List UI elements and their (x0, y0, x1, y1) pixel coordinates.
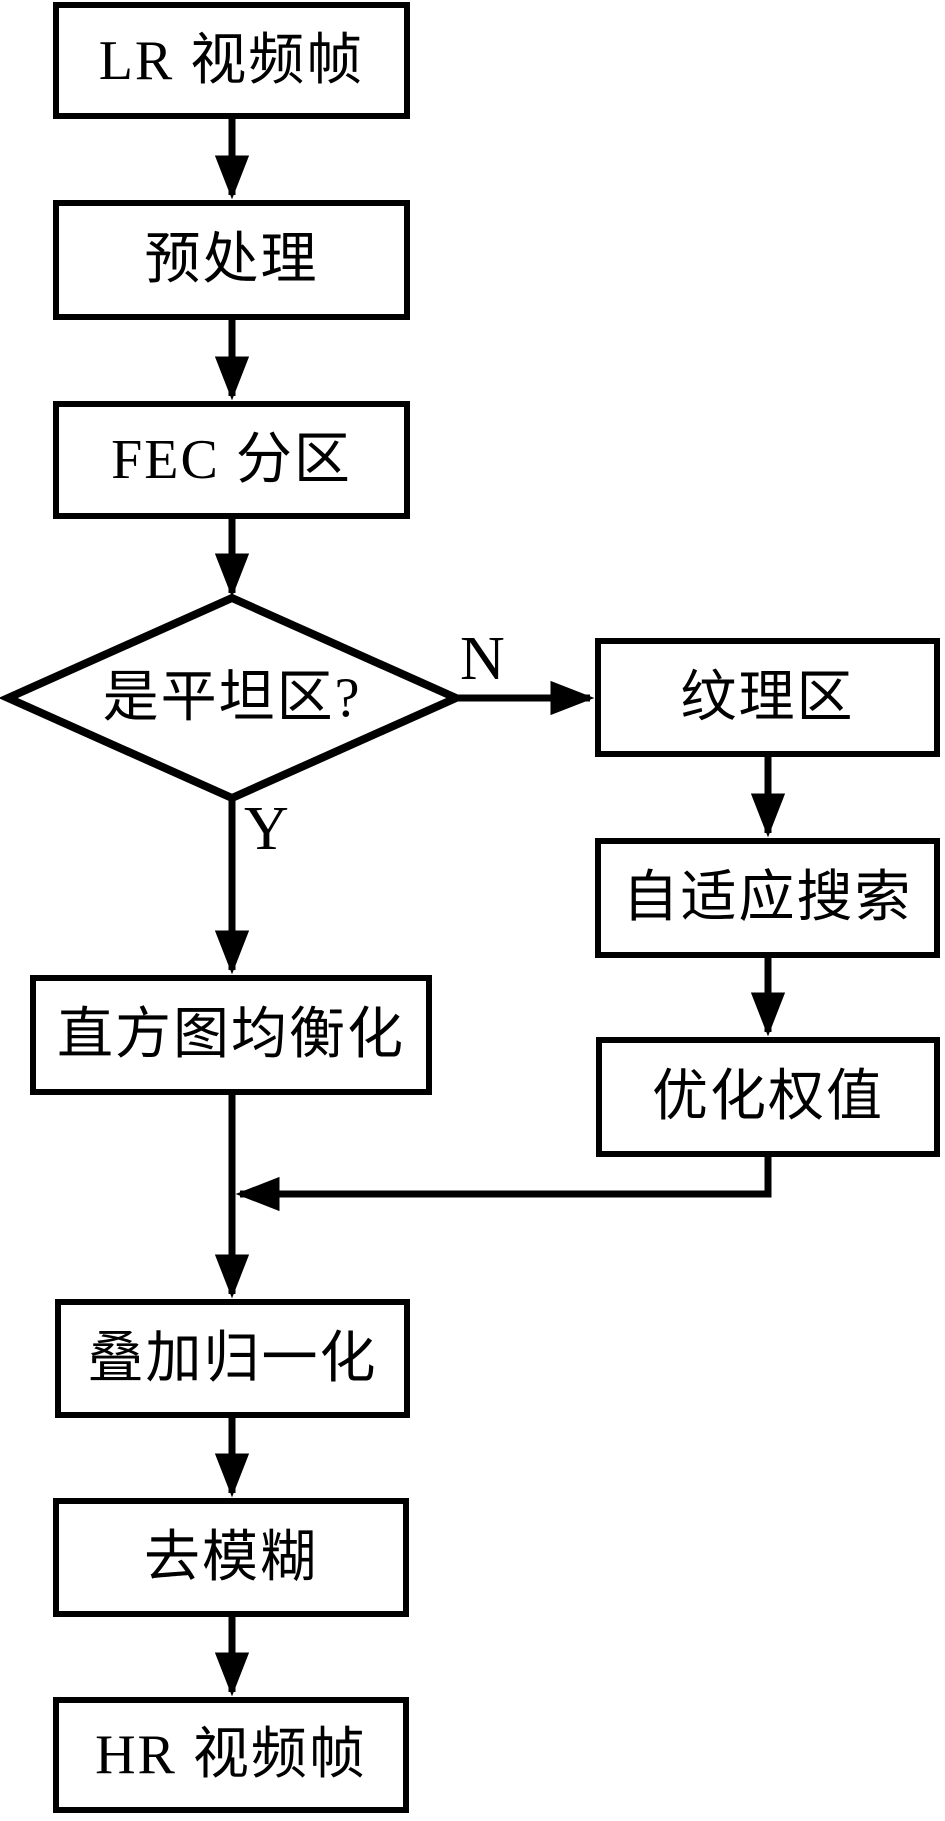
node-adaptive-search: 自适应搜索 (595, 838, 940, 958)
node-texture-region: 纹理区 (595, 638, 940, 757)
node-histogram-equalization-label: 直方图均衡化 (57, 1004, 405, 1066)
node-overlay-normalization-label: 叠加归一化 (87, 1327, 378, 1390)
branch-label-yes: Y (244, 795, 289, 863)
node-deblur: 去模糊 (53, 1498, 409, 1617)
node-adaptive-search-label: 自适应搜索 (622, 867, 913, 929)
node-preprocess-label: 预处理 (144, 229, 319, 291)
node-hr-video-frame-label: HR 视频帧 (95, 1724, 367, 1786)
node-overlay-normalization: 叠加归一化 (55, 1299, 410, 1418)
node-fec-partition-label: FEC 分区 (111, 429, 352, 491)
node-hr-video-frame: HR 视频帧 (53, 1697, 409, 1813)
node-histogram-equalization: 直方图均衡化 (30, 975, 432, 1095)
decision-diamond-label-box: 是平坦区? (32, 645, 432, 751)
node-optimize-weights: 优化权值 (596, 1037, 940, 1157)
node-fec-partition: FEC 分区 (53, 401, 410, 519)
node-optimize-weights-label: 优化权值 (652, 1066, 884, 1128)
node-lr-video-frame-label: LR 视频帧 (98, 29, 365, 92)
node-texture-region-label: 纹理区 (680, 666, 855, 729)
arrow-optimize-merge-to-mainline (235, 1157, 772, 1212)
node-deblur-label: 去模糊 (144, 1526, 318, 1589)
node-preprocess: 预处理 (53, 200, 410, 320)
decision-label: 是平坦区? (102, 667, 362, 729)
branch-label-no: N (460, 625, 505, 693)
node-lr-video-frame: LR 视频帧 (53, 2, 410, 119)
